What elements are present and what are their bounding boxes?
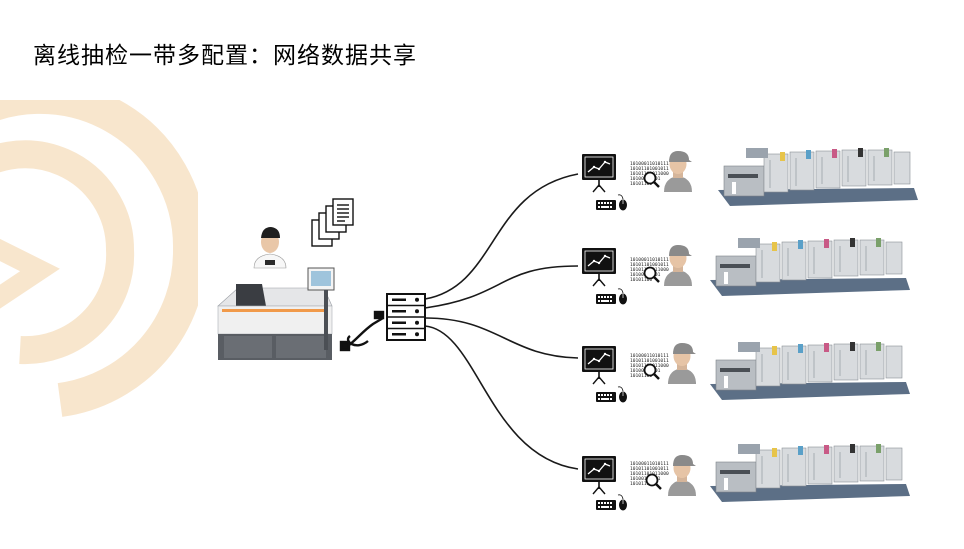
link-3 xyxy=(424,317,579,359)
diagram-panel: 10100011010111 10101101001011 1010110101… xyxy=(198,126,920,536)
client-row-1 xyxy=(581,147,919,211)
inspection-table-icon xyxy=(217,267,335,360)
operator-icon xyxy=(253,227,287,269)
network-diagram: 10100011010111 10101101001011 1010110101… xyxy=(217,147,919,511)
client-row-2 xyxy=(581,237,911,305)
printing-press-icon xyxy=(709,341,911,401)
monitor-chart-icon xyxy=(581,455,617,495)
printing-press-icon xyxy=(709,237,911,297)
client-row-3 xyxy=(581,341,911,403)
printing-press-icon xyxy=(717,147,919,207)
monitor-chart-icon xyxy=(581,345,617,385)
client-row-4 xyxy=(581,443,911,511)
decorative-logo xyxy=(0,100,200,417)
network-links xyxy=(424,173,579,470)
link-2 xyxy=(424,265,579,309)
operator-icon xyxy=(668,343,696,384)
cable-connector-icon xyxy=(339,310,385,352)
documents-icon xyxy=(311,198,354,247)
page-title: 离线抽检一带多配置：网络数据共享 xyxy=(33,43,417,69)
link-4 xyxy=(424,325,579,470)
keyboard-mouse-icon xyxy=(595,194,628,211)
monitor-chart-icon xyxy=(581,153,617,193)
printing-press-icon xyxy=(709,443,911,503)
server-rack-icon xyxy=(386,293,426,341)
keyboard-mouse-icon xyxy=(595,494,628,511)
monitor-chart-icon xyxy=(581,247,617,287)
keyboard-mouse-icon xyxy=(595,288,628,305)
link-1 xyxy=(424,173,579,300)
operator-icon xyxy=(668,455,696,496)
keyboard-mouse-icon xyxy=(595,386,628,403)
